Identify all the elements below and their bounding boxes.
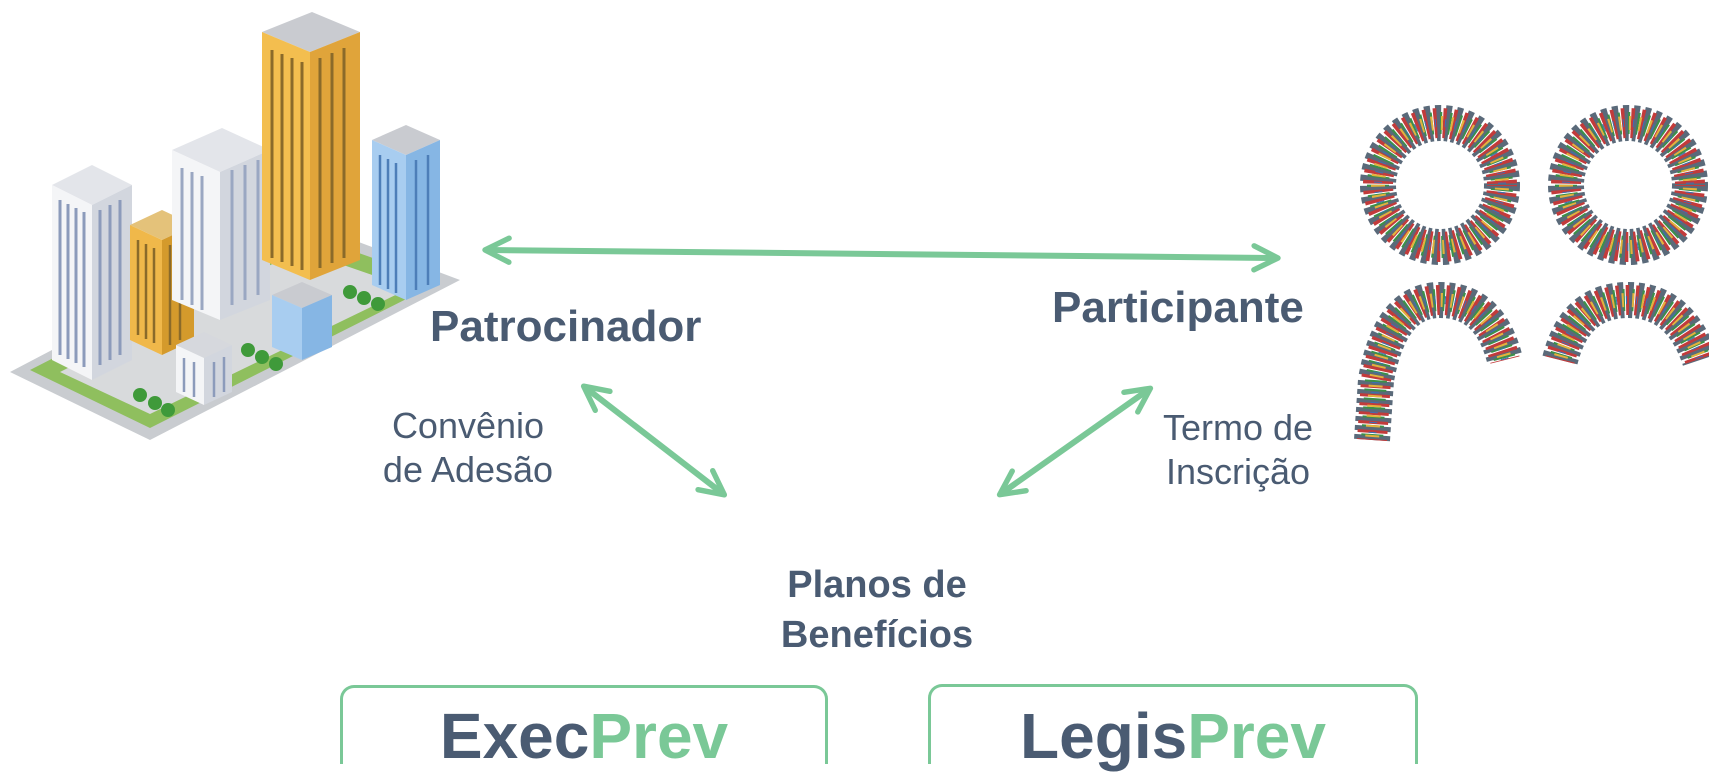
plan-box-legisprev: LegisPrev — [928, 684, 1418, 768]
plan-name: LegisPrev — [1020, 704, 1326, 768]
edge-label-line-2: de Adesão — [382, 449, 554, 490]
sponsor-plans-edge-label: Convênio de Adesão — [368, 404, 568, 492]
sponsor-label: Patrocinador — [430, 302, 702, 351]
plan-box-execprev: ExecPrev — [340, 685, 828, 768]
plans-label: Planos de Benefícios — [727, 560, 1027, 660]
edge-label-line-1: Termo de — [1162, 407, 1314, 448]
arrow-participant-plans — [996, 385, 1154, 498]
plan-name-part-2: Prev — [1187, 700, 1326, 772]
plan-name: ExecPrev — [440, 704, 728, 768]
city-buildings-icon — [10, 12, 460, 440]
plan-name-part-2: Prev — [589, 700, 729, 772]
participant-label: Participante — [1052, 283, 1304, 332]
plans-label-line-2: Benefícios — [780, 614, 974, 656]
edge-label-line-2: Inscrição — [1165, 451, 1311, 492]
arrow-sponsor-plans — [580, 383, 728, 498]
edge-label-line-1: Convênio — [391, 405, 545, 446]
crowd-people-icon — [1354, 105, 1709, 442]
plans-label-line-1: Planos de — [787, 564, 967, 606]
plan-name-part-1: Exec — [439, 700, 590, 772]
participant-plans-edge-label: Termo de Inscrição — [1138, 406, 1338, 494]
plan-name-part-1: Legis — [1020, 700, 1188, 772]
arrow-sponsor-participant — [482, 235, 1281, 273]
